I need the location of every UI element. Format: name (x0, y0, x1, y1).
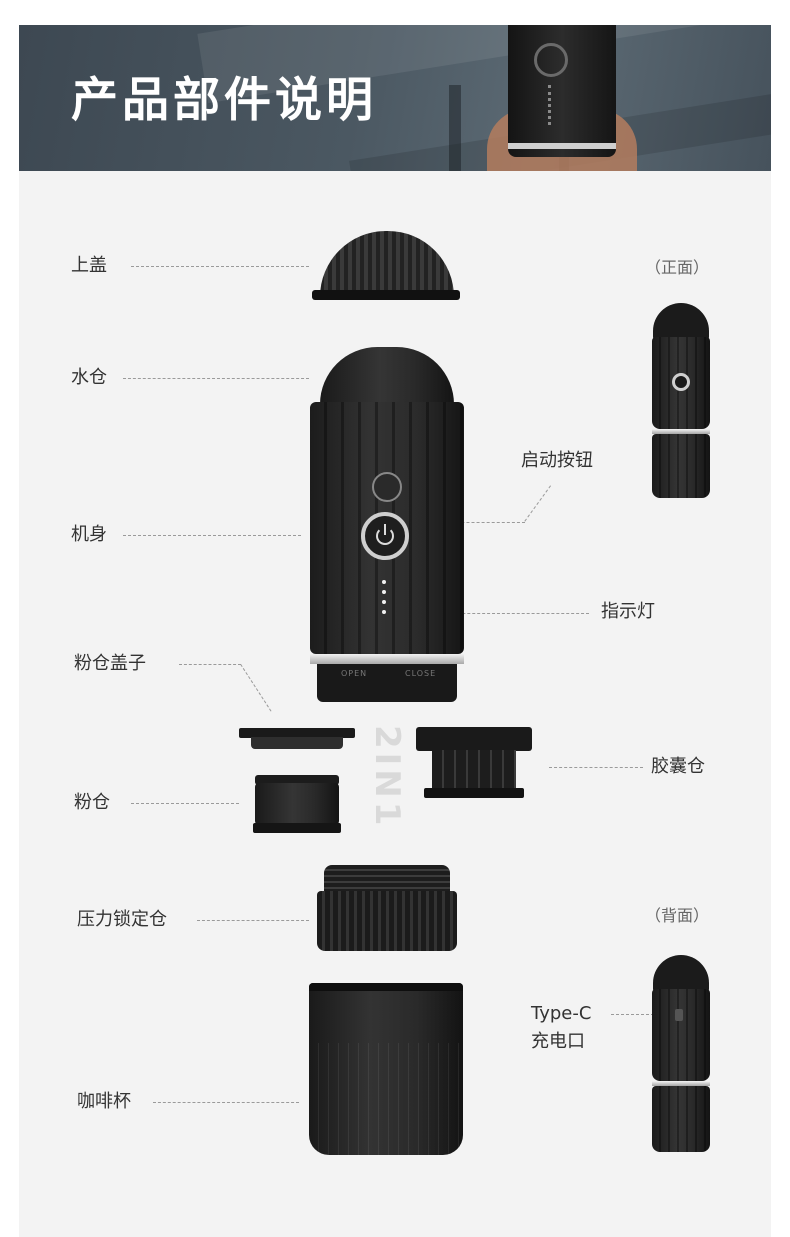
indicator-led (382, 610, 386, 614)
front-view-base (652, 434, 710, 498)
lid-rim (312, 290, 460, 300)
back-silver-band (652, 1081, 710, 1086)
banner-window-post (449, 85, 461, 171)
coffee-cup-image (309, 983, 463, 1155)
leader-line (197, 920, 309, 921)
leader-line (131, 803, 239, 804)
back-view-device (652, 989, 710, 1081)
brand-logo-icon (372, 472, 402, 502)
product-panel: 产品部件说明 上盖 水仓 机身 粉仓盖子 粉仓 压力锁定仓 咖啡杯 启动按钮 指… (19, 25, 771, 1237)
label-charging-port: 充电口 (531, 1031, 585, 1052)
leader-line (421, 522, 525, 523)
label-coffee-cup: 咖啡杯 (77, 1091, 131, 1112)
capsule-bin-base (424, 788, 524, 798)
leader-line (123, 535, 301, 536)
indicator-dots (548, 85, 552, 125)
power-ring-icon (534, 43, 568, 77)
two-in-one-mark: 2IN1 (367, 725, 407, 830)
leader-line (131, 266, 309, 267)
label-start-button: 启动按钮 (521, 450, 593, 471)
label-indicator: 指示灯 (601, 601, 655, 622)
powder-lid-body (251, 737, 343, 749)
powder-bin-image (255, 783, 339, 825)
powder-bin-rim (255, 775, 339, 785)
leader-line (179, 664, 241, 665)
front-view-top (653, 303, 709, 341)
label-back-view: （背面） (645, 906, 710, 925)
silver-band (508, 143, 616, 149)
label-pressure-lock: 压力锁定仓 (77, 909, 167, 930)
front-silver-band (652, 429, 710, 434)
label-front-view: （正面） (645, 258, 710, 277)
back-view-top (653, 955, 709, 993)
header-banner: 产品部件说明 (19, 25, 771, 171)
powder-bin-base (253, 823, 341, 833)
leader-line (611, 1014, 669, 1015)
banner-device-image (508, 25, 616, 157)
lid-image (320, 231, 454, 297)
close-mark: CLOSE (405, 669, 437, 678)
front-power-button-icon (672, 373, 690, 391)
label-lid: 上盖 (71, 255, 107, 276)
leader-line (123, 378, 309, 379)
body-base (317, 664, 457, 702)
power-button-icon (361, 512, 409, 560)
back-view-base (652, 1086, 710, 1152)
label-body: 机身 (71, 524, 107, 545)
leader-line (240, 664, 272, 712)
label-capsule-bin: 胶囊仓 (651, 756, 705, 777)
capsule-bin-frame (432, 750, 516, 790)
capsule-bin-image (416, 727, 532, 751)
indicator-led (382, 580, 386, 584)
label-powder-bin: 粉仓 (74, 792, 110, 813)
label-powder-lid: 粉仓盖子 (74, 653, 146, 674)
pressure-lock-thread (324, 865, 450, 893)
indicator-led (382, 600, 386, 604)
powder-lid-image (239, 728, 355, 738)
page-title: 产品部件说明 (71, 73, 377, 128)
leader-line (524, 485, 551, 522)
pressure-lock-image (317, 891, 457, 951)
label-water-tank: 水仓 (71, 367, 107, 388)
type-c-port-icon (675, 1009, 683, 1021)
leader-line (549, 767, 643, 768)
indicator-led (382, 590, 386, 594)
leader-line (153, 1102, 299, 1103)
silver-band (310, 654, 464, 664)
leader-line (403, 613, 589, 614)
open-mark: OPEN (341, 669, 368, 678)
label-type-c: Type-C (531, 1003, 592, 1024)
